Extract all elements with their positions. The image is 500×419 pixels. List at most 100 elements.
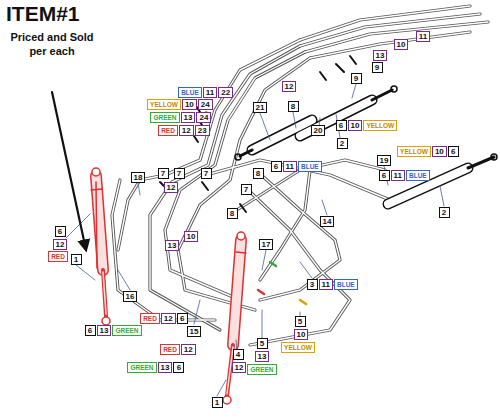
callout-number: 7 — [241, 184, 252, 195]
callout-number: 12 — [167, 183, 176, 192]
color-tag: YELLOW — [397, 146, 431, 157]
callout-number: 13 — [373, 50, 388, 61]
callout-number: 7 — [177, 169, 181, 178]
callout-number: 10 — [185, 100, 194, 109]
color-tag: BLUE — [406, 170, 430, 181]
callout-number: 12 — [232, 362, 247, 373]
callout-number: 10 — [184, 231, 199, 242]
color-name: GREEN — [153, 114, 176, 121]
callout-number: 11 — [394, 171, 402, 180]
callout-number: 12 — [182, 126, 191, 135]
callout-number: 7 — [174, 168, 185, 179]
callout-number: 2 — [439, 207, 450, 218]
callout-number: 13 — [376, 51, 385, 60]
color-tag: BLUE — [178, 87, 202, 98]
callout-number: 14 — [320, 216, 335, 227]
callout-number: 24 — [201, 100, 210, 109]
callout-number: 13 — [100, 326, 109, 335]
callout-number: 9 — [351, 73, 362, 84]
callout-number: 10 — [294, 329, 309, 340]
callout-number: 11 — [283, 161, 297, 172]
callout-number: 8 — [253, 168, 264, 179]
note-text: Priced and Sold per each — [2, 30, 102, 58]
callout-number: 17 — [259, 239, 274, 250]
color-tag: RED — [140, 313, 160, 324]
callout-number: 8 — [256, 169, 260, 178]
callout-number: 6 — [88, 326, 92, 335]
callout-number: 12 — [161, 313, 176, 324]
callout-number: 23 — [195, 125, 210, 136]
callout-number: 6 — [451, 147, 455, 156]
callout-number: 24 — [198, 99, 213, 110]
callout-number: 1 — [215, 398, 219, 407]
callout-number: 13 — [97, 325, 112, 336]
callout-number: 13 — [165, 240, 180, 251]
callout-number: 24 — [199, 113, 208, 122]
callout-number: 10 — [435, 147, 444, 156]
callout-number: 13 — [168, 241, 177, 250]
color-name: GREEN — [130, 364, 153, 371]
callout-number: 5 — [260, 339, 264, 348]
callout-number: 8 — [227, 208, 238, 219]
callout-number: 12 — [56, 240, 65, 249]
callout-number: 12 — [282, 81, 297, 92]
callout-number: 9 — [354, 74, 358, 83]
callout-number: 3 — [307, 279, 318, 290]
color-tag: BLUE — [298, 161, 322, 172]
callout-number: 12 — [164, 314, 173, 323]
callout-number: 12 — [235, 363, 244, 372]
callout-number: 13 — [258, 352, 267, 361]
callout-number: 6 — [173, 362, 184, 373]
color-name: YELLOW — [366, 122, 394, 129]
callout-number: 9 — [372, 62, 383, 73]
callout-number: 11 — [416, 31, 430, 42]
page-title: ITEM#1 — [6, 2, 80, 26]
color-tag: GREEN — [112, 325, 141, 336]
color-name: YELLOW — [150, 101, 178, 108]
callout-number: 5 — [298, 317, 302, 326]
callout-number: 1 — [212, 397, 223, 408]
callout-number: 7 — [204, 169, 208, 178]
callout-number: 23 — [198, 126, 207, 135]
callout-number: 10 — [187, 232, 196, 241]
callout-number: 19 — [377, 155, 392, 166]
callout-number: 6 — [382, 171, 386, 180]
callout-number: 10 — [182, 99, 197, 110]
callout-number: 11 — [206, 88, 214, 97]
callout-number: 6 — [177, 313, 188, 324]
callout-number: 11 — [203, 87, 217, 98]
callout-number: 6 — [177, 363, 181, 372]
color-tag: YELLOW — [363, 120, 397, 131]
callout-number: 16 — [126, 292, 135, 301]
callout-number: 16 — [123, 291, 138, 302]
callout-number: 12 — [285, 82, 294, 91]
color-tag: RED — [48, 251, 68, 262]
color-name: RED — [163, 346, 177, 353]
callout-number: 7 — [158, 168, 169, 179]
callout-number: 10 — [351, 121, 360, 130]
callout-number: 10 — [394, 39, 409, 50]
callout-number: 18 — [134, 173, 143, 182]
color-tag: RED — [158, 125, 178, 136]
color-name: RED — [143, 315, 157, 322]
callout-number: 15 — [190, 327, 199, 336]
callout-number: 24 — [196, 112, 211, 123]
callout-number: 5 — [257, 338, 268, 349]
callout-number: 3 — [310, 280, 314, 289]
callout-number: 20 — [311, 125, 326, 136]
callout-number: 11 — [391, 170, 405, 181]
color-name: YELLOW — [400, 148, 428, 155]
callout-number: 11 — [322, 280, 330, 289]
callout-number: 1 — [74, 255, 78, 264]
callout-number: 17 — [262, 240, 271, 249]
callout-number: 4 — [233, 349, 244, 360]
color-name: GREEN — [115, 327, 138, 334]
callout-number: 13 — [255, 351, 270, 362]
callout-number: 13 — [181, 112, 196, 123]
callout-number: 6 — [58, 227, 62, 236]
color-name: YELLOW — [284, 344, 312, 351]
callout-number: 13 — [158, 362, 173, 373]
callout-number: 6 — [336, 120, 347, 131]
callout-number: 10 — [432, 146, 447, 157]
callout-number: 13 — [161, 363, 170, 372]
